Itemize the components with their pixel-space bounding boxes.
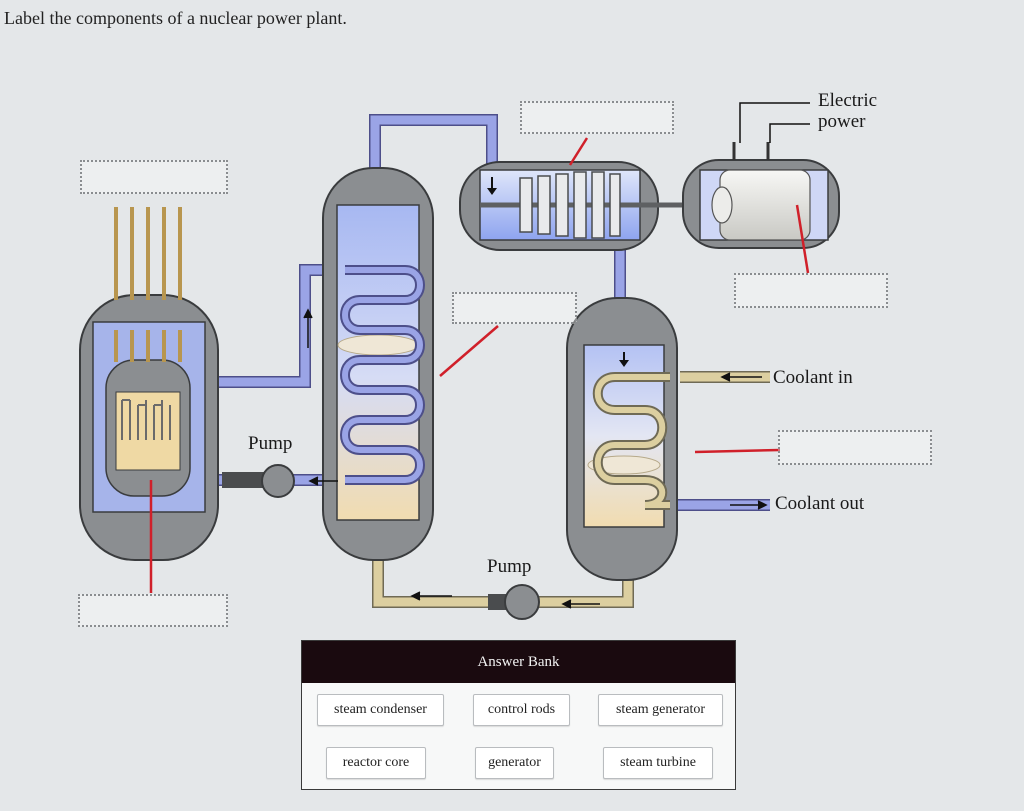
answer-bank: Answer Bank steam condenser control rods… (301, 640, 736, 790)
label-drop-box-condenser[interactable] (778, 430, 932, 465)
answer-chip-generator[interactable]: generator (475, 747, 554, 779)
pump-left-label: Pump (248, 433, 293, 454)
electric-power-label-line1: Electric (818, 90, 878, 111)
steam-generator-vessel (322, 167, 434, 561)
turbine-casing (459, 161, 700, 251)
electric-power-wires (739, 102, 810, 143)
fuel-assembly (121, 399, 171, 440)
flow-arrows (303, 308, 768, 609)
control-rods (114, 207, 182, 362)
label-drop-box-control-rods[interactable] (80, 160, 228, 194)
page-title: Label the components of a nuclear power … (4, 8, 347, 28)
answer-chip-reactor-core[interactable]: reactor core (326, 747, 426, 779)
answer-chip-steam-condenser[interactable]: steam condenser (317, 694, 444, 726)
generator-unit (682, 142, 840, 249)
reactor-vessel (79, 207, 219, 561)
pump-left-icon (222, 464, 295, 498)
label-drop-box-generator[interactable] (734, 273, 888, 308)
label-drop-box-steam-generator[interactable] (452, 292, 577, 324)
answer-chip-control-rods[interactable]: control rods (473, 694, 570, 726)
answer-chip-steam-generator[interactable]: steam generator (598, 694, 723, 726)
answer-chip-steam-turbine[interactable]: steam turbine (603, 747, 713, 779)
label-drop-box-turbine[interactable] (520, 101, 674, 134)
electric-power-label-line2: power (818, 111, 866, 132)
condenser-vessel (566, 297, 678, 581)
coolant-in-label: Coolant in (773, 367, 853, 388)
coolant-out-label: Coolant out (775, 493, 865, 514)
leader-lines (149, 137, 810, 593)
pump-bottom-label: Pump (487, 556, 532, 577)
turbine-blades (519, 171, 621, 239)
answer-bank-header: Answer Bank (302, 641, 735, 683)
pump-bottom-icon (488, 584, 540, 620)
label-drop-box-reactor-core[interactable] (78, 594, 228, 627)
